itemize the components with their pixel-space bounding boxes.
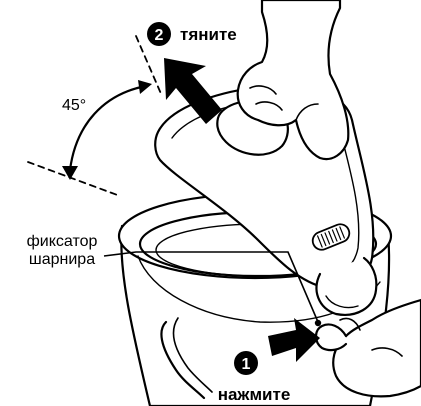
step1-text: нажмите bbox=[218, 385, 291, 404]
step1-number: 1 bbox=[242, 356, 251, 373]
step2-number: 2 bbox=[155, 27, 164, 44]
angle-indicator bbox=[28, 36, 162, 196]
latch-label-line2: шарнира bbox=[29, 251, 95, 268]
step2-text: тяните bbox=[180, 25, 237, 44]
latch-label-line1: фиксатор bbox=[27, 233, 98, 250]
latch-label: фиксатор шарнира bbox=[27, 233, 98, 268]
step2-label: 2 тяните bbox=[147, 22, 237, 46]
angle-label: 45° bbox=[62, 97, 86, 114]
